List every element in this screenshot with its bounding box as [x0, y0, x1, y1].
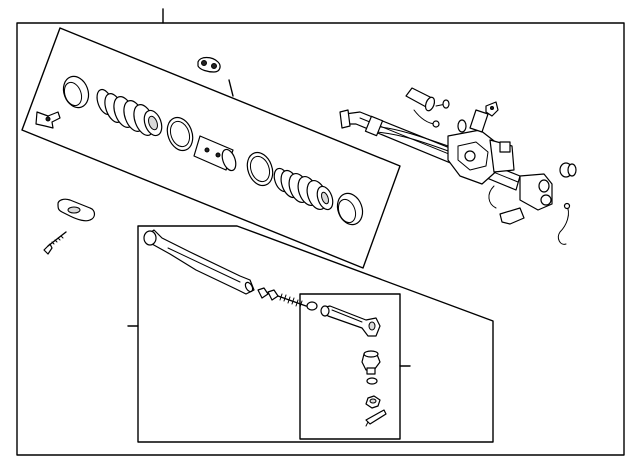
- bleeder-screw[interactable]: [485, 101, 499, 117]
- tie-rod-kit-frame: [137, 225, 494, 443]
- castle-nut[interactable]: [365, 395, 381, 409]
- tie-rod-end[interactable]: [320, 305, 381, 337]
- end-plug[interactable]: [559, 162, 577, 178]
- center-sleeve[interactable]: [193, 135, 238, 172]
- seal-ring-a[interactable]: [457, 119, 467, 133]
- assembly-frame: [16, 22, 625, 456]
- mounting-bracket-part[interactable]: [57, 198, 96, 222]
- jam-nut[interactable]: [257, 287, 279, 301]
- boot-kit-frame: [21, 27, 401, 269]
- ball-joint-boot[interactable]: [361, 350, 381, 375]
- band-clamp-left[interactable]: [163, 114, 197, 154]
- clip-ring[interactable]: [366, 377, 378, 385]
- boot-clamp-ring-left[interactable]: [59, 73, 92, 111]
- small-clip-part[interactable]: [35, 111, 61, 129]
- threaded-rod[interactable]: [277, 293, 318, 311]
- mount-clip-part[interactable]: [197, 56, 221, 73]
- mounting-bolt[interactable]: [43, 231, 67, 255]
- cotter-pin[interactable]: [365, 409, 387, 427]
- actuator-cylinder[interactable]: [405, 87, 450, 128]
- inner-tie-rod[interactable]: [143, 229, 255, 295]
- callout-leader-boot-kit: [228, 79, 234, 97]
- boot-clamp-ring-right[interactable]: [333, 190, 366, 228]
- steering-rack-assembly[interactable]: [339, 109, 571, 245]
- bellows-boot-right[interactable]: [271, 166, 335, 212]
- bellows-boot-left[interactable]: [94, 87, 165, 138]
- band-clamp-right[interactable]: [243, 149, 277, 189]
